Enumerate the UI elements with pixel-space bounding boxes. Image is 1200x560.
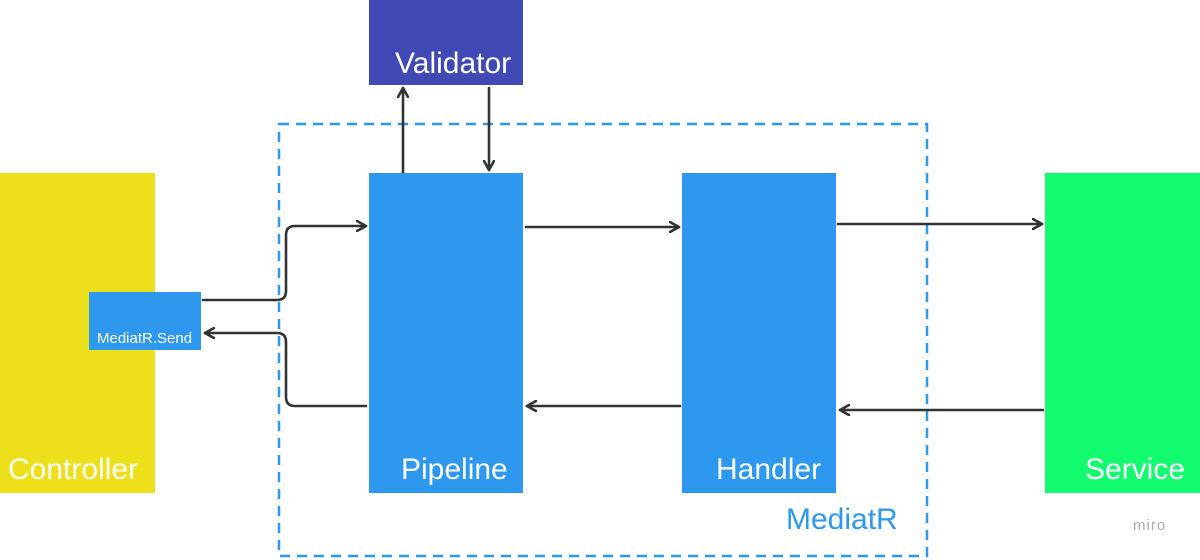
validator-label: Validator [395,47,512,80]
miro-watermark: miro [1133,517,1167,534]
pipeline-box: Pipeline [369,173,523,493]
mediatr-send-label: MediatR.Send [97,330,193,347]
arrow-pipeline-to-send [203,333,368,408]
mediatr-group-border [277,122,929,558]
mediatr-send-box: MediatR.Send [89,292,201,350]
handler-label: Handler [716,453,822,486]
arrow-send-to-pipeline [201,226,368,302]
handler-box: Handler [682,173,836,493]
mediatr-group-label: MediatR [786,503,898,536]
pipeline-label: Pipeline [401,453,508,486]
service-label: Service [1085,453,1186,486]
service-box: Service [1045,173,1200,493]
controller-label: Controller [8,453,139,486]
validator-box: Validator [369,0,523,85]
